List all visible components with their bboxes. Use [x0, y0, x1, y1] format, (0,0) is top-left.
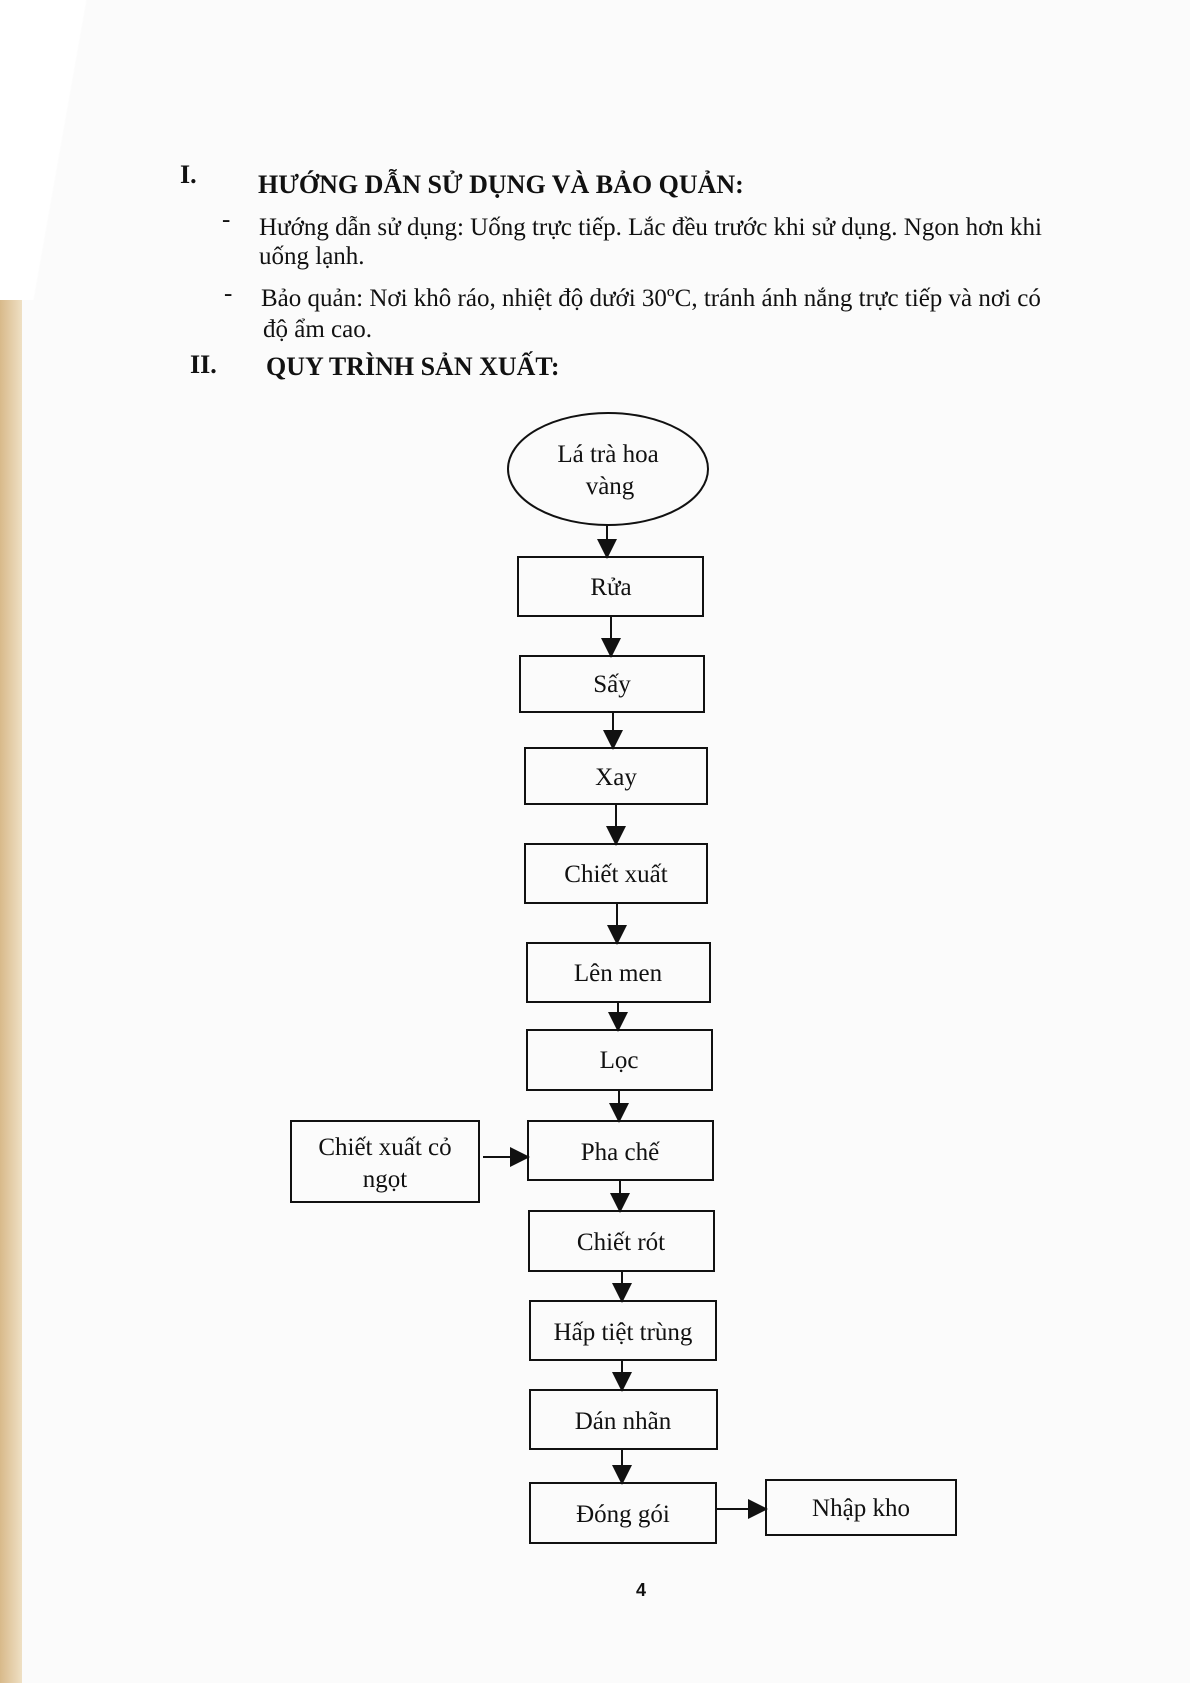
side-input-box — [290, 1120, 480, 1203]
usage-line2: uống lạnh. — [259, 243, 365, 270]
start-label-line1: Lá trà hoa — [557, 441, 658, 468]
bullet-dash: - — [222, 206, 231, 233]
step-label: Hấp tiệt trùng — [554, 1319, 693, 1346]
step-label: Xay — [595, 764, 637, 791]
section2-title: QUY TRÌNH SẢN XUẤT: — [266, 352, 560, 381]
storage-line2: độ ẩm cao. — [263, 316, 372, 343]
bullet-dash: - — [224, 280, 233, 307]
step-label: Sấy — [593, 671, 631, 698]
end-label: Nhập kho — [812, 1495, 910, 1522]
start-label-line2: vàng — [586, 473, 635, 500]
step-label: Dán nhãn — [575, 1408, 672, 1435]
side-input-line2: ngọt — [363, 1166, 408, 1193]
page-number: 4 — [636, 1580, 646, 1600]
section1-number: I. — [180, 160, 197, 189]
step-label: Pha chế — [581, 1139, 660, 1166]
step-label: Rửa — [590, 574, 631, 601]
storage-line1: Bảo quản: Nơi khô ráo, nhiệt độ dưới 30º… — [261, 285, 1041, 312]
usage-line1: Hướng dẫn sử dụng: Uống trực tiếp. Lắc đ… — [259, 214, 1042, 241]
scan-edge — [0, 0, 22, 1683]
section1-title: HƯỚNG DẪN SỬ DỤNG VÀ BẢO QUẢN: — [258, 170, 744, 199]
step-label: Lọc — [600, 1047, 639, 1074]
step-label: Lên men — [574, 960, 663, 987]
step-label: Đóng gói — [576, 1501, 670, 1528]
section2-number: II. — [190, 350, 217, 379]
start-node — [507, 412, 709, 526]
step-label: Chiết rót — [577, 1229, 665, 1256]
step-label: Chiết xuất — [564, 861, 668, 888]
page-fold — [0, 0, 90, 300]
side-input-line1: Chiết xuất cỏ — [318, 1134, 451, 1161]
